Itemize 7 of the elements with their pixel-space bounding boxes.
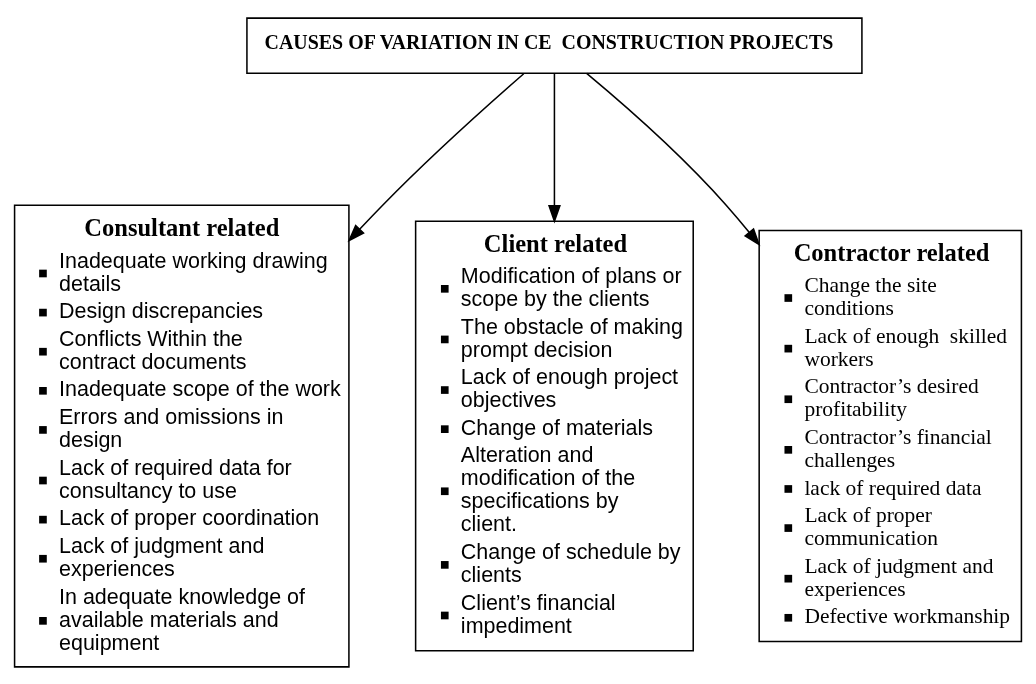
node-box: Contractor related Change the site conditions Lack of enough skilled workers Contractor’s desired profitability Contractor’s financial challenges lack of required data Lack of proper communication Lack of judgment and experiences Defective workmanship (758, 229, 1023, 642)
node-box: Client related Modification of plans or scope by the clients The obstacle of making prompt decision Lack of enough project objectives Change of materials Alteration and modification of the specifications by client. Change of schedule by clients Client’s financial impediment (414, 220, 694, 652)
arrow (347, 72, 525, 242)
node-box: CAUSES OF VARIATION IN CE CONSTRUCTION PROJECTS (246, 16, 863, 74)
arrow (585, 72, 761, 246)
arrow (548, 72, 561, 224)
node-box: Consultant related Inadequate working drawing details Design discrepancies Conflicts Within the contract documents Inadequate scope of the work Errors and omissions in design Lack of required data for consultancy to use Lack of proper coordination Lack of judgment and experiences In adequate knowledge of available materials and equipment (13, 203, 350, 668)
